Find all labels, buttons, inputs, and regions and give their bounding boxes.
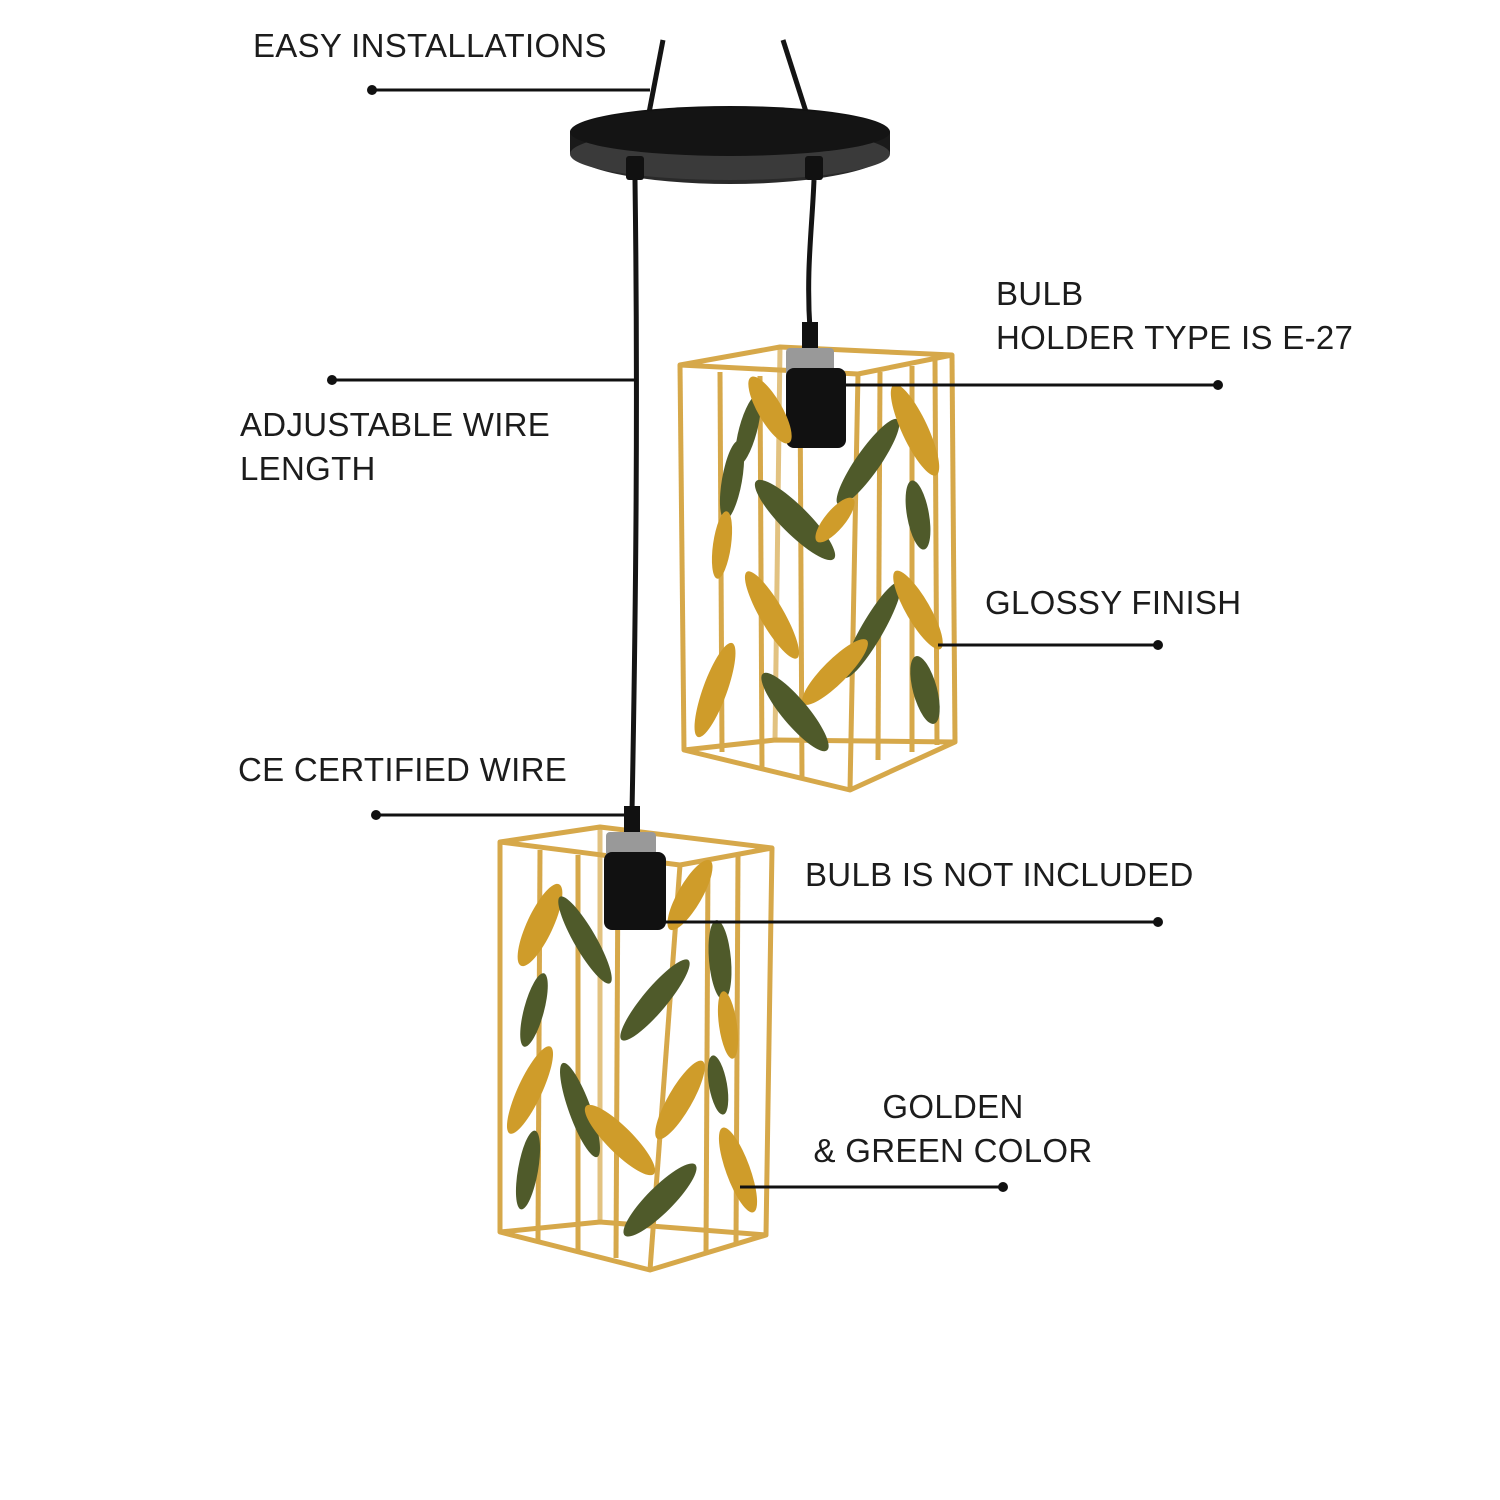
wire-grip-right <box>805 156 823 180</box>
lower-leaves <box>506 859 758 1237</box>
canopy-disc <box>570 106 890 184</box>
long-wire <box>629 179 639 813</box>
label-easy-installations: EASY INSTALLATIONS <box>253 27 607 64</box>
label-bulb-not-included: BULB IS NOT INCLUDED <box>805 856 1194 893</box>
ceiling-cords <box>645 39 811 119</box>
lower-bulb-holder <box>604 806 666 930</box>
upper-leaves <box>694 376 943 752</box>
callout-lines <box>327 85 1223 1192</box>
wire-grip-left <box>626 156 644 180</box>
label-golden-green-color: GOLDEN & GREEN COLOR <box>813 1088 1093 1169</box>
label-glossy-finish: GLOSSY FINISH <box>985 584 1242 621</box>
short-wire <box>806 179 817 331</box>
label-ce-certified-wire: CE CERTIFIED WIRE <box>238 751 568 788</box>
upper-bulb-holder <box>786 322 846 448</box>
label-adjustable-wire-length: ADJUSTABLE WIRE LENGTH <box>240 406 551 487</box>
label-bulb-holder-type: BULB HOLDER TYPE IS E-27 <box>996 275 1354 356</box>
